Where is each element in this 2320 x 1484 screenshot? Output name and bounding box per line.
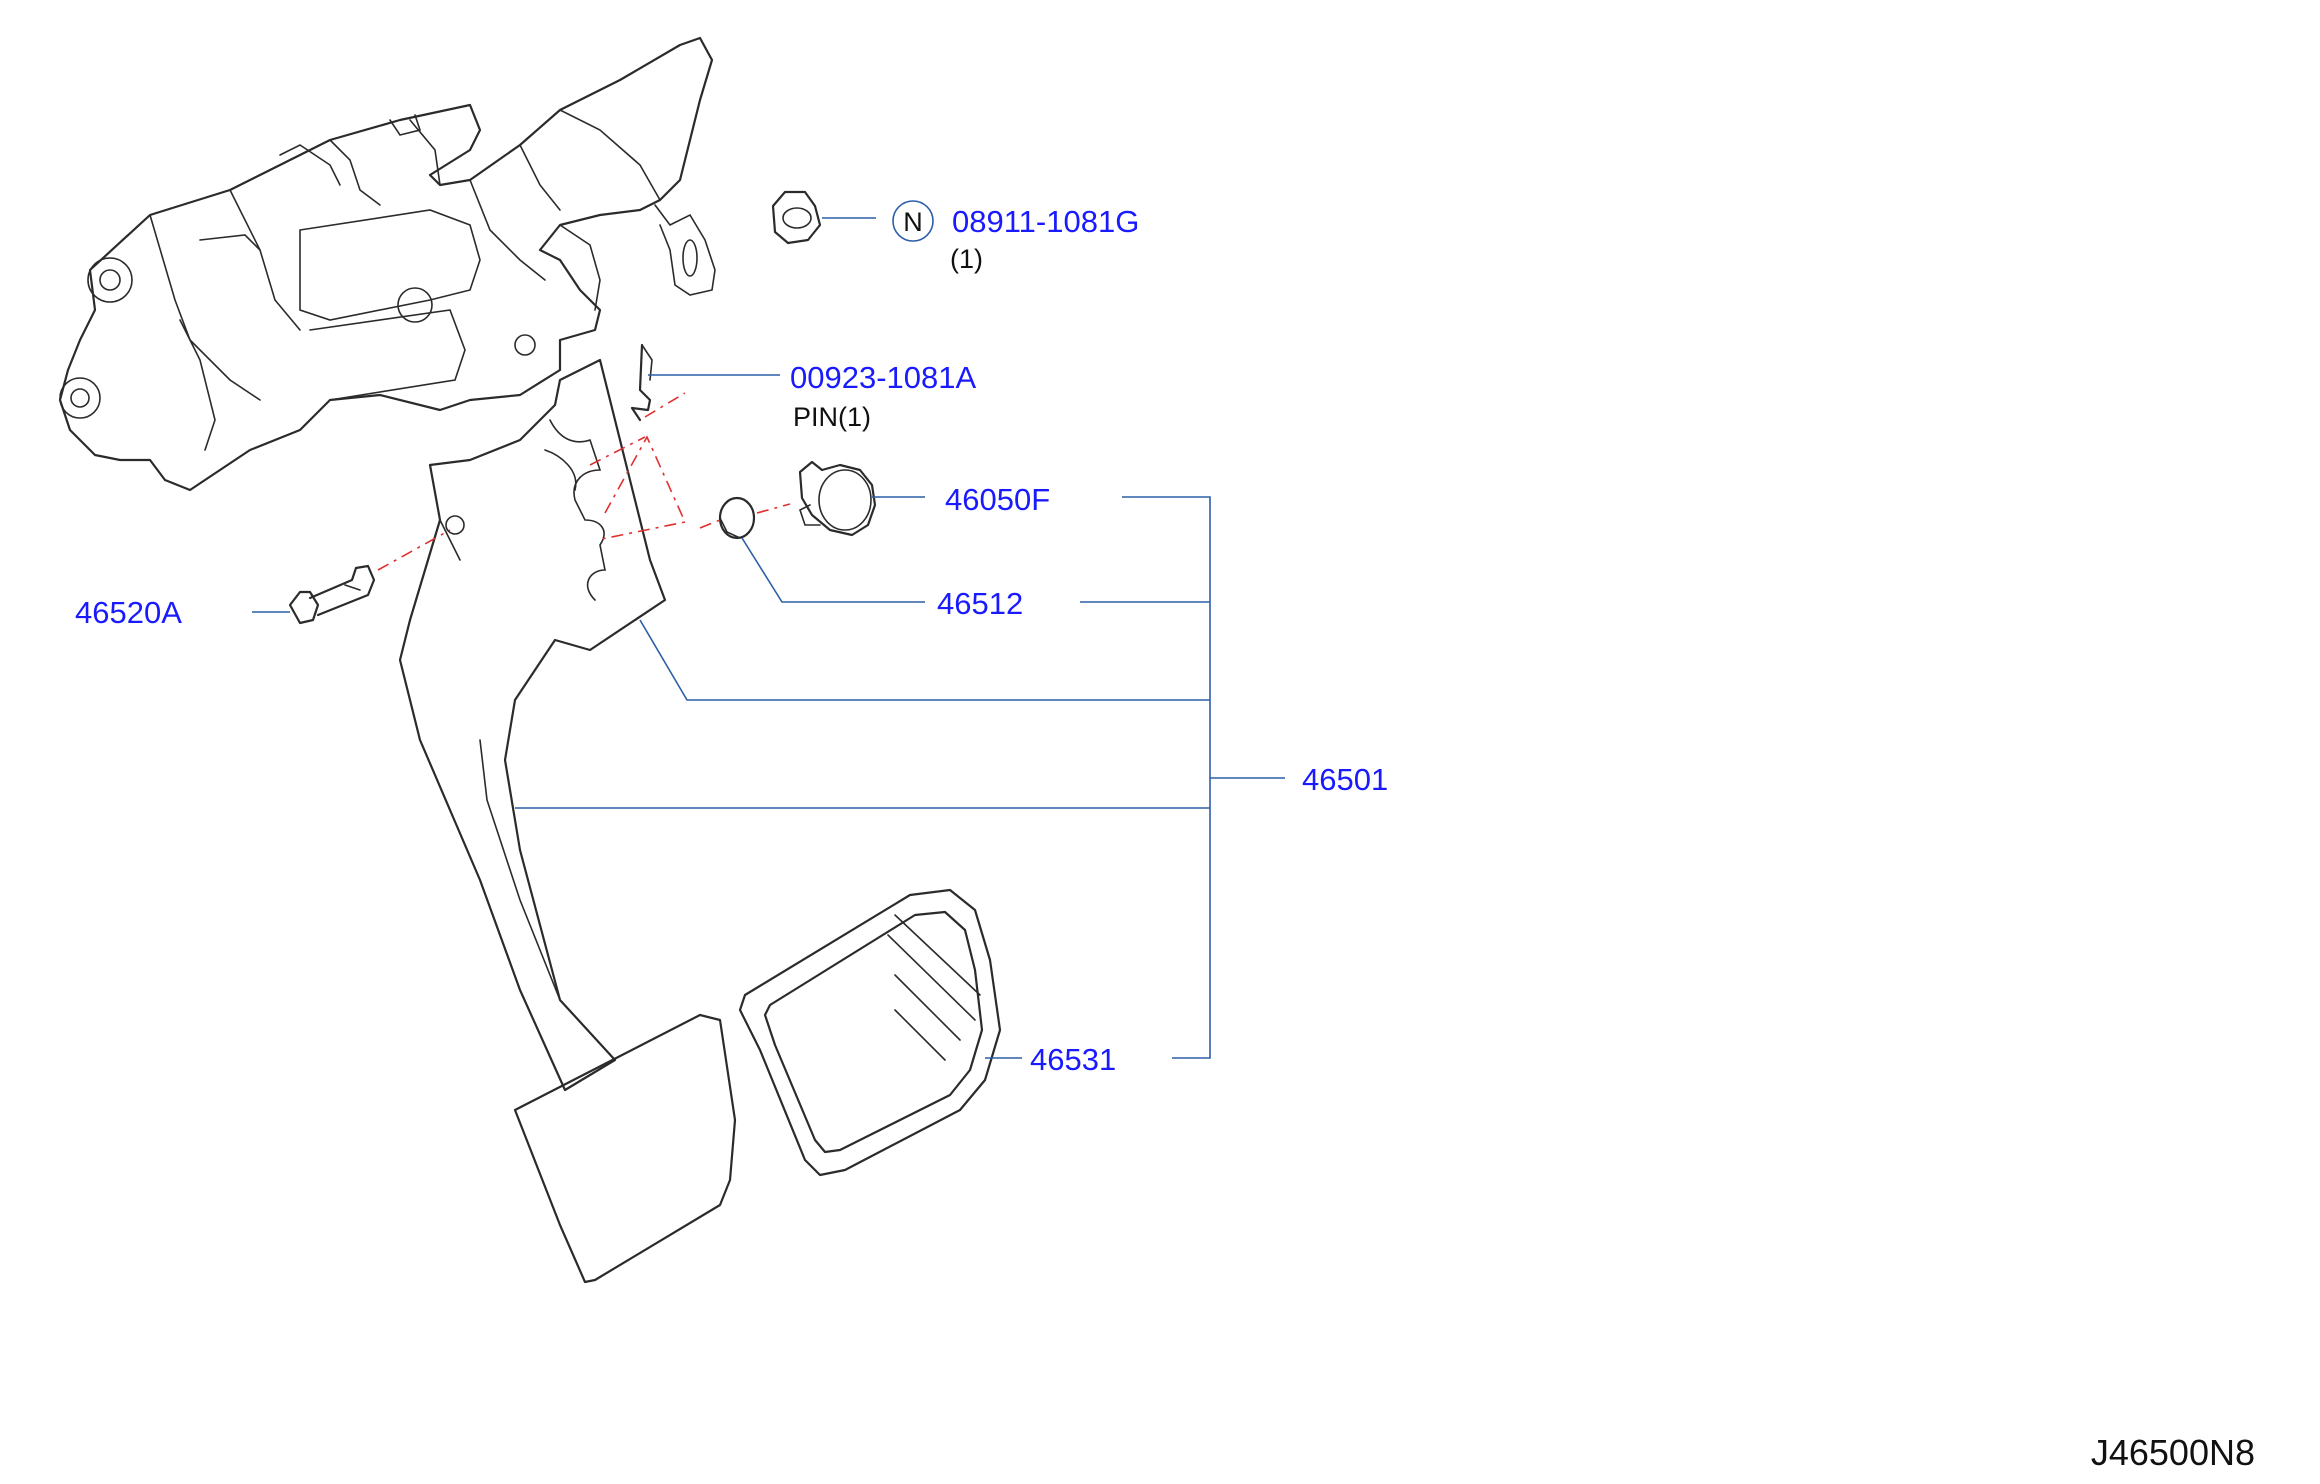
part-number-46501: 46501 (1302, 762, 1388, 797)
pedal-pad-cover (738, 888, 1002, 1177)
diagram-code: J46500N8 (2091, 1432, 2255, 1473)
bushing-46050F (798, 460, 877, 537)
part-number-46531: 46531 (1030, 1042, 1116, 1077)
part-number-46050F: 46050F (945, 482, 1050, 517)
stopper-bolt-46520A (288, 564, 376, 625)
nut-symbol-label: N (903, 207, 923, 237)
pedal-pad (513, 1013, 737, 1284)
nut-08911 (771, 190, 822, 245)
quantity-08911-1081G: (1) (950, 244, 983, 274)
centerlines (377, 392, 791, 571)
leader-lines (252, 200, 1285, 1059)
part-number-46512: 46512 (937, 586, 1023, 621)
pedal-bracket (58, 36, 716, 492)
pedal-arm (398, 358, 667, 1092)
bushing-46512 (718, 496, 756, 540)
part-number-46520A: 46520A (75, 595, 182, 630)
note-00923-1081A: PIN(1) (793, 402, 871, 432)
part-number-00923-1081A: 00923-1081A (790, 360, 976, 395)
labels: N 08911-1081G (1) 00923-1081A PIN(1) 460… (75, 204, 2255, 1473)
part-number-08911-1081G: 08911-1081G (952, 204, 1139, 239)
pin-00923 (630, 343, 653, 422)
